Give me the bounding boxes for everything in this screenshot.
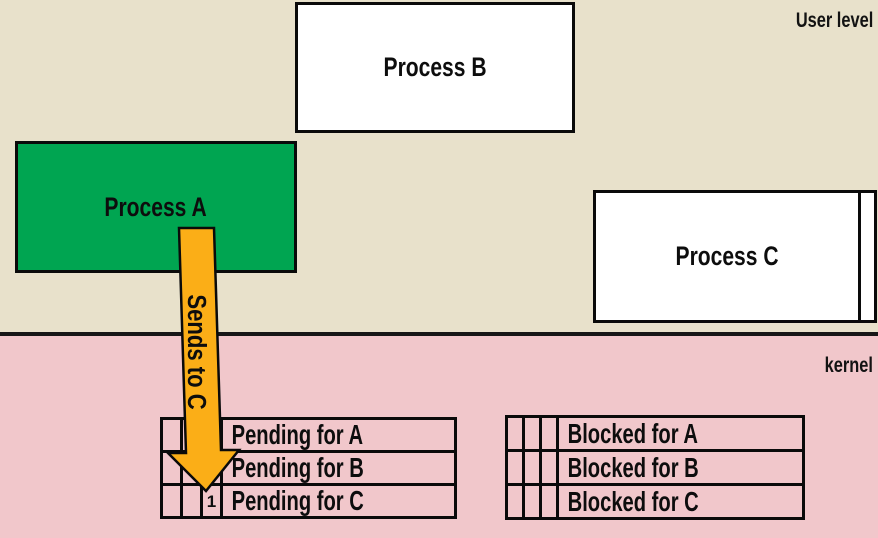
blocked-row-b-label: Blocked for B (567, 451, 699, 483)
process-a-label: Process A (104, 191, 208, 222)
signal-slot (508, 452, 525, 483)
signal-slot (525, 452, 542, 483)
pending-row-b: Pending for B (160, 450, 457, 486)
signal-slot (525, 418, 542, 449)
signal-slot (163, 453, 183, 483)
blocked-row-c-label: Blocked for C (567, 485, 699, 517)
partial-process-box (858, 190, 877, 323)
blocked-row-c: Blocked for C (505, 483, 805, 520)
blocked-row-a: Blocked for A (505, 415, 805, 452)
signal-slot (203, 453, 223, 483)
signal-slot (163, 486, 183, 516)
signal-slot (525, 486, 542, 517)
kernel-label: kernel (824, 354, 873, 377)
pending-row-a-label: Pending for A (231, 419, 364, 450)
blocked-row-a-label: Blocked for A (567, 417, 698, 449)
user-kernel-divider (0, 332, 878, 336)
pending-row-a: Pending for A (160, 417, 457, 453)
process-c-box: Process C (593, 190, 861, 323)
signal-slot (542, 418, 559, 449)
blocked-signals-table: Blocked for A Blocked for B Blocked for … (505, 415, 805, 520)
signal-slot (183, 420, 203, 450)
process-c-label: Process C (675, 241, 779, 271)
pending-row-b-label: Pending for B (231, 452, 364, 483)
blocked-row-b: Blocked for B (505, 449, 805, 486)
signal-slot (542, 452, 559, 483)
kernel-region (0, 336, 878, 538)
process-b-box: Process B (295, 2, 575, 133)
pending-row-c: 1 Pending for C (160, 483, 457, 519)
pending-signals-table: Pending for A Pending for B 1 Pending fo… (160, 417, 457, 519)
signal-slot (508, 418, 525, 449)
signal-slot (542, 486, 559, 517)
process-a-box: Process A (15, 141, 297, 273)
signal-slot (183, 486, 203, 516)
process-b-label: Process B (383, 52, 487, 82)
pending-row-c-label: Pending for C (231, 485, 364, 516)
signal-slot (508, 486, 525, 517)
signal-count-cell: 1 (203, 486, 223, 516)
signal-slot (163, 420, 183, 450)
signal-slot (183, 453, 203, 483)
user-level-label: User level (795, 9, 873, 32)
signal-slot (203, 420, 223, 450)
